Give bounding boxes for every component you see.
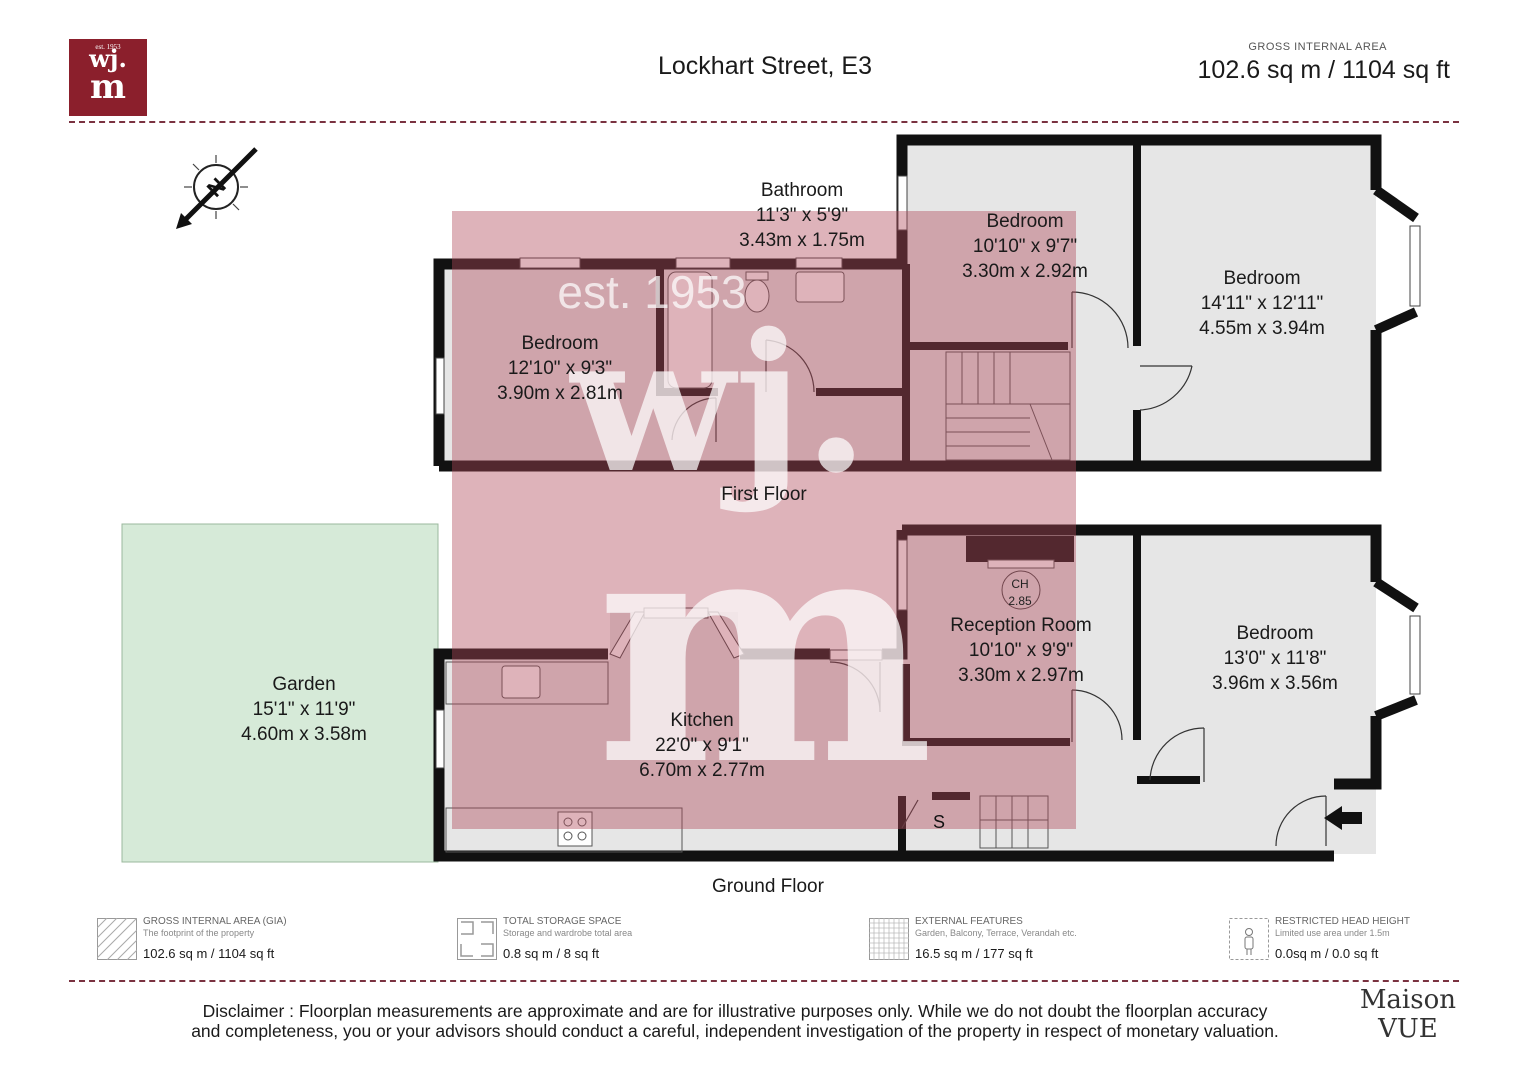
gia-value: 102.6 sq m / 1104 sq ft xyxy=(1197,56,1450,84)
garden-area xyxy=(121,523,439,863)
compass-icon: N xyxy=(176,147,258,229)
external-grid-icon xyxy=(869,918,909,960)
ceiling-height-marker xyxy=(1001,570,1041,610)
watermark-est: est. 1953 xyxy=(557,266,746,318)
room-reception: Reception Room 10'10" x 9'9" 3.30m x 2.9… xyxy=(950,615,1092,686)
first-floor-label: First Floor xyxy=(721,484,807,505)
first-floor-plan xyxy=(433,134,1421,472)
ceiling-height-label: CH xyxy=(1011,577,1028,591)
logo-est: est. 1953 xyxy=(95,43,121,51)
page-title: Lockhart Street, E3 xyxy=(657,52,872,80)
footer-divider xyxy=(69,980,1459,982)
room-bedroom-first-3: Bedroom 12'10" x 9'3" 3.90m x 2.81m xyxy=(497,333,623,404)
room-bedroom-ground: Bedroom 13'0" x 11'8" 3.96m x 3.56m xyxy=(1212,623,1338,694)
watermark-mark-top: wj. xyxy=(569,292,869,515)
room-bedroom-first-1: Bedroom 10'10" x 9'7" 3.30m x 2.92m xyxy=(962,211,1088,282)
room-bedroom-first-2: Bedroom 14'11" x 12'11" 4.55m x 3.94m xyxy=(1199,268,1325,339)
legend-gia: GROSS INTERNAL AREA (GIA) The footprint … xyxy=(97,916,357,964)
ceiling-height-value: 2.85 xyxy=(1008,594,1032,608)
room-kitchen: Kitchen 22'0" x 9'1" 6.70m x 2.77m xyxy=(639,710,765,781)
room-bathroom: Bathroom 11'3" x 5'9" 3.43m x 1.75m xyxy=(739,180,865,251)
logo-mark-top: wj. xyxy=(89,44,127,73)
room-garden: Garden 15'1" x 11'9" 4.60m x 3.58m xyxy=(241,674,367,745)
watermark xyxy=(452,211,1076,829)
storage-label: S xyxy=(933,812,945,832)
legend-restricted: RESTRICTED HEAD HEIGHT Limited use area … xyxy=(1229,916,1489,964)
ground-floor-label: Ground Floor xyxy=(712,876,824,897)
storage-icon xyxy=(457,918,497,960)
person-icon xyxy=(1229,918,1269,960)
disclaimer: Disclaimer : Floorplan measurements are … xyxy=(191,1001,1279,1041)
logo-mark-bottom: m xyxy=(90,67,126,107)
watermark-mark-bottom: m xyxy=(596,461,935,836)
logo: est. 1953 wj. m xyxy=(69,39,147,116)
gia-hatch-icon xyxy=(97,918,137,960)
header-divider xyxy=(69,121,1459,123)
entrance-arrow-icon xyxy=(1324,806,1362,830)
legend-storage: TOTAL STORAGE SPACE Storage and wardrobe… xyxy=(457,916,717,964)
ground-floor-plan xyxy=(121,523,1421,863)
brand-logo: Maison VUE xyxy=(1359,985,1456,1044)
legend-external: EXTERNAL FEATURES Garden, Balcony, Terra… xyxy=(869,916,1129,964)
gia-caption: GROSS INTERNAL AREA xyxy=(1248,41,1387,53)
